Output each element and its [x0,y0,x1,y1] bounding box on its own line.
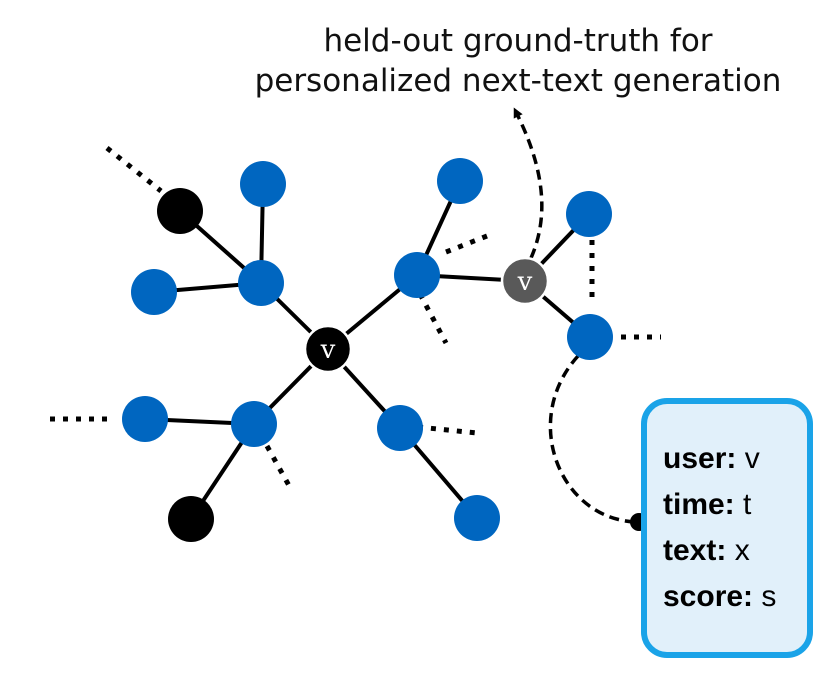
user-field-key: user: [663,442,737,475]
text-field: text: x [663,528,807,574]
held-out-arrow [513,107,544,259]
user-nodes [122,158,613,541]
score-field-key: score: [663,580,754,613]
caption-line-1: held-out ground-truth for [323,23,712,59]
time-field-key: time: [663,488,735,521]
text-field-key: text: [663,534,727,567]
highlight-node-label: v [517,267,533,297]
caption-line-2: personalized next-text generation [255,63,782,99]
user-node [377,405,423,451]
card-connector [548,354,638,524]
user-node [122,396,168,442]
user-field: user: v [663,436,807,482]
graph-edges [143,179,592,521]
user-node [231,401,277,447]
user-node [566,191,612,237]
highlight-node [500,256,550,306]
user-node [567,314,613,360]
text-field-value: x [734,534,750,567]
score-field-value: s [761,580,777,613]
user-field-value: v [744,442,760,475]
user-node [131,269,177,315]
time-field-value: t [743,488,752,521]
black-node [168,496,214,542]
user-node [454,495,500,541]
text-record-card: user: v time: t text: x score: s [641,398,813,658]
dotted-edge [105,146,163,193]
time-field: time: t [663,482,807,528]
dotted-edge [445,233,488,255]
dotted-edge [417,424,478,436]
dotted-edge [417,292,449,345]
center-node [303,324,353,374]
user-node [240,161,286,207]
score-field: score: s [663,574,807,620]
user-node [238,260,284,306]
black-node [157,188,203,234]
truncated-edges [50,146,661,493]
dotted-edge [264,444,295,493]
center-node-label: v [320,335,336,365]
user-node [394,252,440,298]
user-node [437,158,483,204]
